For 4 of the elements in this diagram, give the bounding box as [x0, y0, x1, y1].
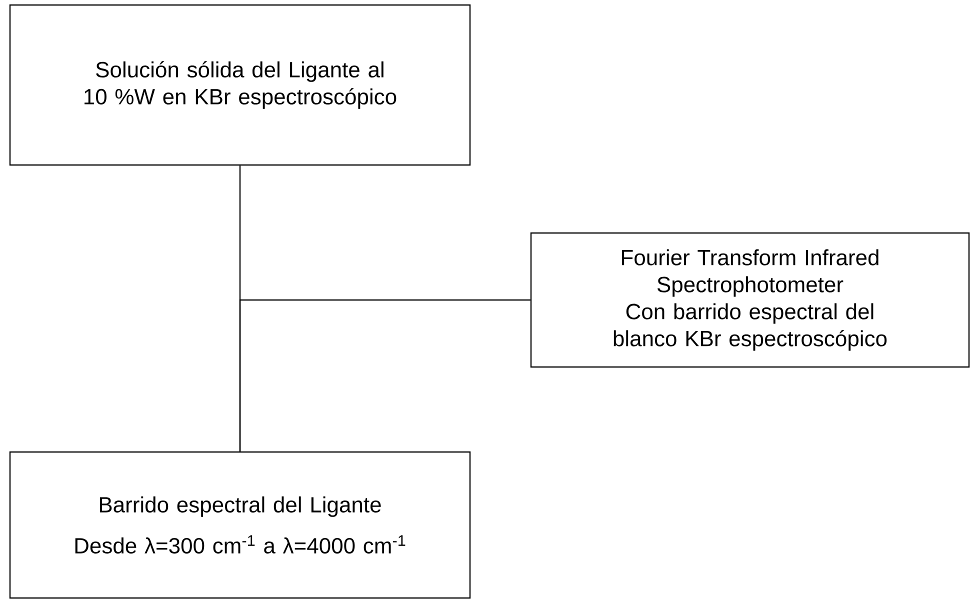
- process-box: Barrido espectral del Ligante Desde λ=300 cm$^{-1}$ a λ=4000 cm$^{-1}$: [9, 451, 471, 599]
- connector-line: [239, 299, 530, 452]
- process-box: Solución sólida del Ligante al 10 %W en KBr espectroscópico: [9, 4, 471, 166]
- process-box: Fourier Transform Infrared Spectrophotometer Con barrido espectral del blanco KBr espectroscópico: [530, 232, 970, 368]
